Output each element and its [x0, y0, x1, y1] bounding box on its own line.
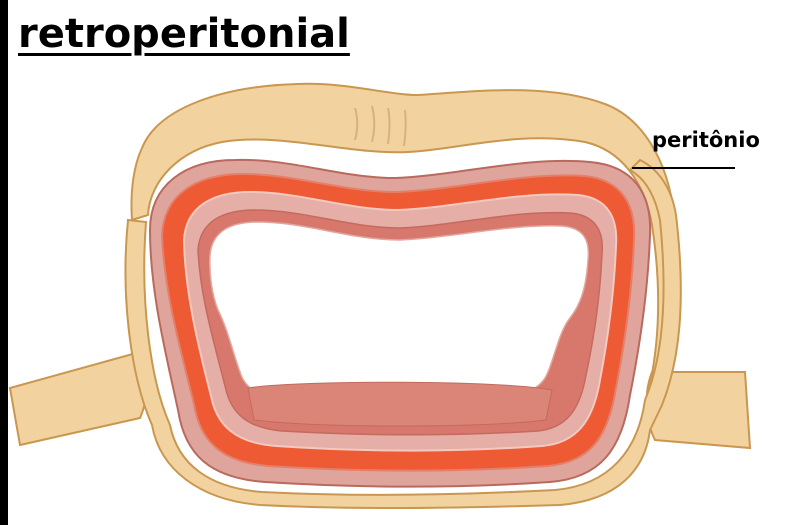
lumen-opening [210, 222, 589, 400]
lumen-floor-band [248, 382, 552, 426]
peritoneum-left-flap [10, 352, 148, 445]
peritoneum-label: peritônio [652, 126, 760, 154]
